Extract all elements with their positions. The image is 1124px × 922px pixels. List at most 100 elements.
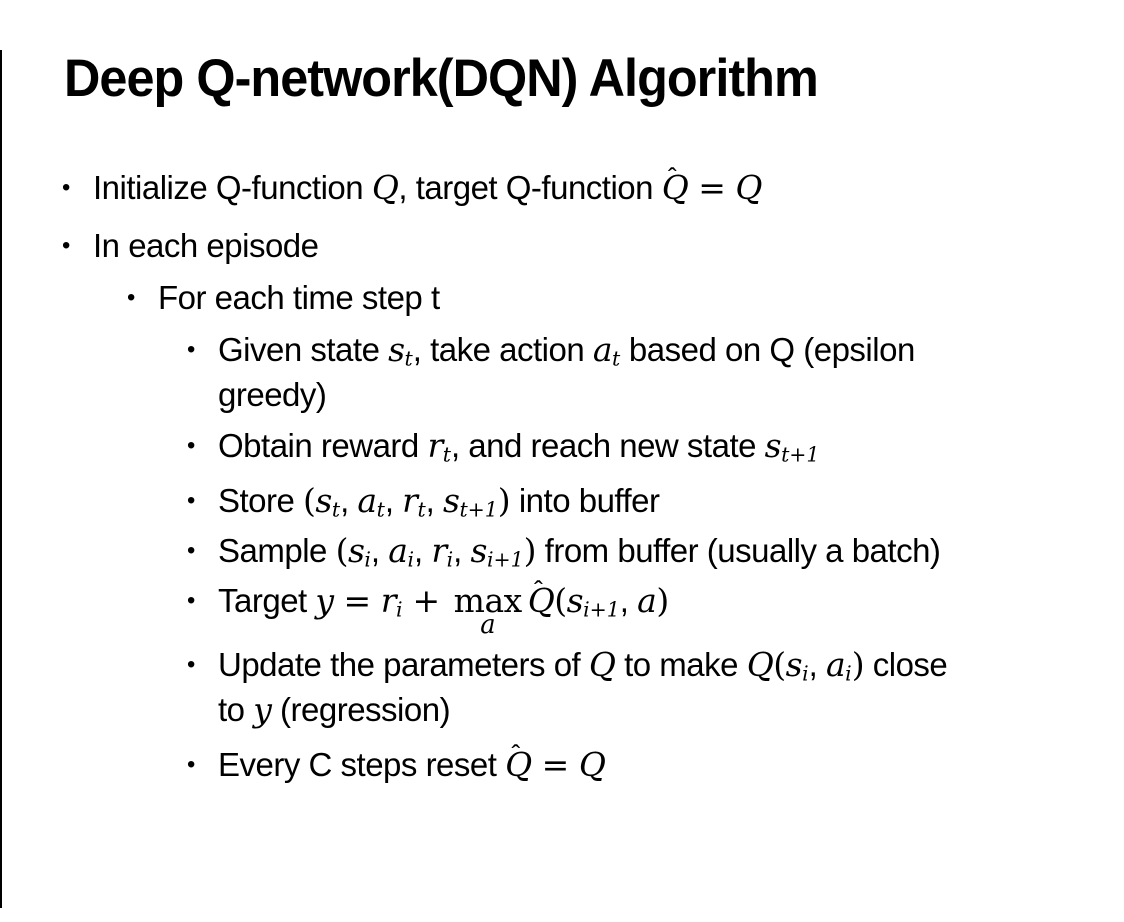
math-var: st bbox=[388, 330, 413, 371]
math-var: st+1 bbox=[443, 481, 498, 522]
text-segment: , bbox=[453, 532, 471, 569]
text-segment: , target Q-function bbox=[398, 169, 662, 206]
math-segment: ) bbox=[497, 481, 511, 520]
math-segment: ( bbox=[773, 645, 786, 684]
math-segment: ( bbox=[335, 531, 349, 570]
math-var: si bbox=[785, 645, 809, 686]
math-subscript: t bbox=[331, 497, 341, 522]
hat-accent: ˆ bbox=[534, 575, 543, 606]
math-segment: ) bbox=[851, 645, 865, 684]
bullet-item: •Given state st, take action at based on… bbox=[0, 327, 1124, 417]
math-subscript: i bbox=[802, 661, 809, 686]
math-subscript: t bbox=[376, 497, 385, 522]
text-segment: , bbox=[808, 646, 826, 683]
text-segment: , and reach new state bbox=[450, 427, 765, 464]
math-var: at bbox=[357, 481, 385, 522]
bullet-marker: • bbox=[187, 487, 195, 514]
math-subscript: i bbox=[845, 661, 852, 686]
bullet-content: Update the parameters of Q to make Q(si,… bbox=[218, 642, 948, 732]
math-segment: ( bbox=[554, 581, 567, 620]
math-subscript: t bbox=[404, 346, 413, 371]
math-var: st+1 bbox=[764, 426, 820, 467]
bullet-item: •Initialize Q-function Q, target Q-funct… bbox=[0, 163, 1124, 210]
math-var: ai bbox=[388, 531, 414, 572]
text-segment: , bbox=[340, 482, 358, 519]
bullet-marker: • bbox=[62, 232, 70, 259]
math-var: si+1 bbox=[566, 581, 620, 622]
text-segment: to make bbox=[615, 646, 747, 683]
hat-accent: ˆ bbox=[668, 162, 677, 193]
math-segment: y bbox=[253, 690, 272, 729]
math-subscript: t bbox=[417, 497, 426, 522]
bullet-marker: • bbox=[187, 751, 195, 778]
math-segment: Q bbox=[735, 168, 762, 207]
text-segment: from buffer (usually a batch) bbox=[536, 532, 941, 569]
math-subscript: t+1 bbox=[781, 442, 820, 467]
math-segment: ) bbox=[656, 581, 669, 620]
math-var: si bbox=[347, 531, 371, 572]
math-segment: ( bbox=[303, 481, 316, 520]
math-subscript: i bbox=[407, 547, 414, 572]
bullet-content: For each time step t bbox=[158, 275, 440, 320]
text-segment: In each episode bbox=[93, 227, 319, 264]
math-subscript: t bbox=[442, 442, 451, 467]
bullet-content: Store (st, at, rt, st+1) into buffer bbox=[218, 478, 660, 523]
text-segment: Given state bbox=[218, 331, 389, 368]
text-segment: Store bbox=[218, 482, 304, 519]
slide-edge-line bbox=[0, 50, 2, 908]
text-segment: based on Q (epsilon bbox=[620, 331, 915, 368]
math-subscript: i bbox=[364, 547, 371, 572]
math-var: at bbox=[592, 330, 621, 371]
text-segment: close bbox=[864, 646, 948, 683]
math-subscript: t+1 bbox=[459, 497, 498, 522]
text-segment: (regression) bbox=[271, 691, 451, 728]
bullet-marker: • bbox=[187, 587, 195, 614]
math-segment: a bbox=[637, 581, 657, 620]
math-var: rt bbox=[402, 481, 426, 522]
bullet-marker: • bbox=[187, 537, 195, 564]
math-var: ri bbox=[380, 581, 403, 622]
math-segment: y bbox=[315, 581, 334, 620]
math-subscript: i bbox=[395, 597, 403, 622]
text-segment: Obtain reward bbox=[218, 427, 428, 464]
math-subscript: t bbox=[612, 346, 621, 371]
math-segment: = bbox=[531, 745, 579, 784]
hat-accent: ˆ bbox=[511, 739, 520, 770]
bullet-item: • Update the parameters of Q to make Q(si… bbox=[0, 642, 1124, 732]
text-segment: , bbox=[384, 482, 403, 519]
text-segment: Update the parameters of bbox=[218, 646, 589, 683]
text-segment: , bbox=[370, 532, 389, 569]
math-var: si+1 bbox=[470, 531, 524, 572]
slide-title: Deep Q-network(DQN) Algorithm bbox=[64, 49, 819, 108]
max-underscript: a bbox=[480, 610, 496, 640]
max-label: max bbox=[453, 581, 523, 620]
bullet-marker: • bbox=[127, 284, 135, 311]
bullet-list: •Initialize Q-function Q, target Q-funct… bbox=[0, 163, 1124, 787]
text-segment: For each time step t bbox=[158, 279, 440, 316]
math-segment: Q bbox=[371, 168, 399, 207]
text-segment: , bbox=[425, 482, 444, 519]
bullet-marker: • bbox=[62, 174, 70, 201]
bullet-content: Obtain reward rt, and reach new state st… bbox=[218, 423, 819, 468]
text-segment: , take action bbox=[412, 331, 593, 368]
bullet-item: •Obtain reward rt, and reach new state s… bbox=[0, 423, 1124, 468]
math-segment: Q bbox=[578, 745, 606, 784]
text-segment: into buffer bbox=[510, 482, 660, 519]
text-segment: Target bbox=[218, 582, 316, 619]
bullet-item: • For each time step t bbox=[0, 275, 1124, 320]
bullet-marker: • bbox=[187, 651, 195, 678]
bullet-item: •Sample (si, ai, ri, si+1) from buffer (… bbox=[0, 528, 1124, 573]
math-segment: = bbox=[688, 168, 736, 207]
math-var: ai bbox=[825, 645, 852, 686]
math-subscript: i bbox=[446, 547, 454, 572]
text-segment: , bbox=[619, 582, 638, 619]
math-subscript: i+1 bbox=[486, 547, 524, 572]
